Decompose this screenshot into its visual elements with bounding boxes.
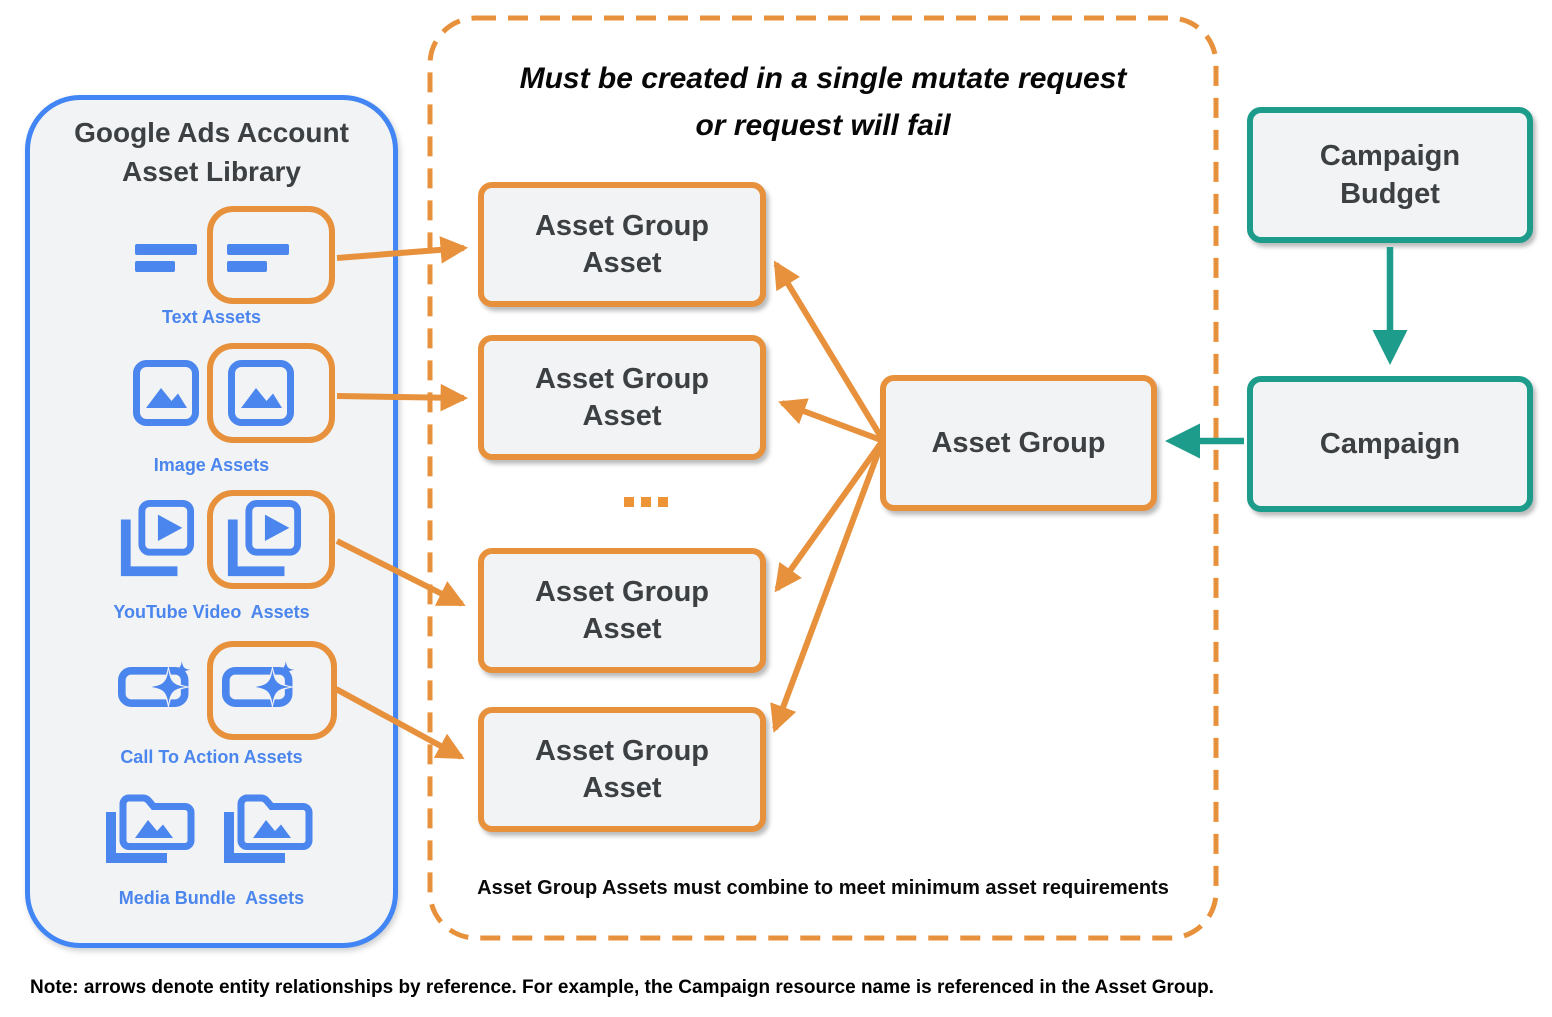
- library-title-line2: Asset Library: [122, 156, 301, 187]
- asset-group-label: Asset Group: [931, 427, 1106, 459]
- asset-group-box: Asset Group: [880, 375, 1157, 511]
- text-lines-icon: [135, 244, 197, 272]
- asset-group-asset-box: Asset Group Asset: [478, 335, 766, 460]
- ellipsis-dot: [624, 497, 634, 507]
- library-title: Google Ads Account Asset Library: [25, 113, 398, 191]
- call-to-action-assets-label: Call To Action Assets: [120, 747, 303, 767]
- asset-group-asset-box: Asset Group Asset: [478, 182, 766, 307]
- asset-group-asset-box: Asset Group Asset: [478, 707, 766, 832]
- image-icon: [133, 360, 199, 426]
- media-bundle-assets-label: Media Bundle Assets: [118, 888, 305, 908]
- arrow-asset-group-to-asset-group-asset-4: [770, 443, 884, 733]
- asset-group-asset-label: Asset Group: [534, 209, 710, 242]
- asset-group-asset-label: Asset: [582, 246, 662, 279]
- asset-group-asset-label: Asset Group: [534, 734, 710, 767]
- arrow-asset-group-to-asset-group-asset-2: [778, 398, 883, 443]
- asset-group-asset-label: Asset: [582, 771, 662, 804]
- more-assets-ellipsis: [624, 497, 675, 507]
- ellipsis-dot: [658, 497, 668, 507]
- asset-group-asset-label: Asset: [582, 612, 662, 645]
- selected-video-asset-ring: [207, 490, 335, 589]
- selected-image-asset-ring: [207, 343, 335, 443]
- campaign-budget-label: Campaign: [1319, 140, 1461, 172]
- selected-text-asset-ring: [207, 206, 335, 304]
- video-stack-icon: [117, 500, 195, 580]
- asset-requirements-footnote: Asset Group Assets must combine to meet …: [477, 877, 1169, 899]
- image-icon: [228, 360, 294, 426]
- text-lines-icon: [227, 244, 289, 272]
- media-bundle-folder-icon: [103, 786, 197, 866]
- asset-group-asset-label: Asset: [582, 399, 662, 432]
- text-assets-label: Text Assets: [161, 307, 262, 327]
- mutate-requirement-title: Must be created in a single mutate reque…: [430, 55, 1216, 149]
- asset-group-asset-label: Asset Group: [534, 575, 710, 608]
- reference-note: Note: arrows denote entity relationships…: [30, 977, 1214, 998]
- cta-sparkle-button-icon: [222, 660, 302, 712]
- youtube-video-assets-label: YouTube Video Assets: [113, 602, 310, 622]
- arrow-asset-group-to-asset-group-asset-1: [773, 260, 884, 439]
- mutate-title-line1: Must be created in a single mutate reque…: [519, 62, 1127, 95]
- asset-group-asset-box: Asset Group Asset: [478, 548, 766, 673]
- asset-group-asset-label: Asset Group: [534, 362, 710, 395]
- campaign-budget-box: Campaign Budget: [1247, 107, 1533, 243]
- arrow-asset-group-to-asset-group-asset-3: [774, 441, 884, 593]
- video-stack-icon: [224, 500, 302, 580]
- image-assets-label: Image Assets: [153, 455, 270, 475]
- ellipsis-dot: [641, 497, 651, 507]
- cta-sparkle-button-icon: [118, 660, 198, 712]
- campaign-box: Campaign: [1247, 376, 1533, 512]
- media-bundle-folder-icon: [221, 786, 315, 866]
- selected-cta-asset-ring: [207, 641, 337, 740]
- campaign-budget-label: Budget: [1340, 178, 1440, 210]
- mutate-title-line2: or request will fail: [695, 109, 951, 142]
- campaign-label: Campaign: [1319, 428, 1461, 460]
- library-title-line1: Google Ads Account: [74, 117, 349, 148]
